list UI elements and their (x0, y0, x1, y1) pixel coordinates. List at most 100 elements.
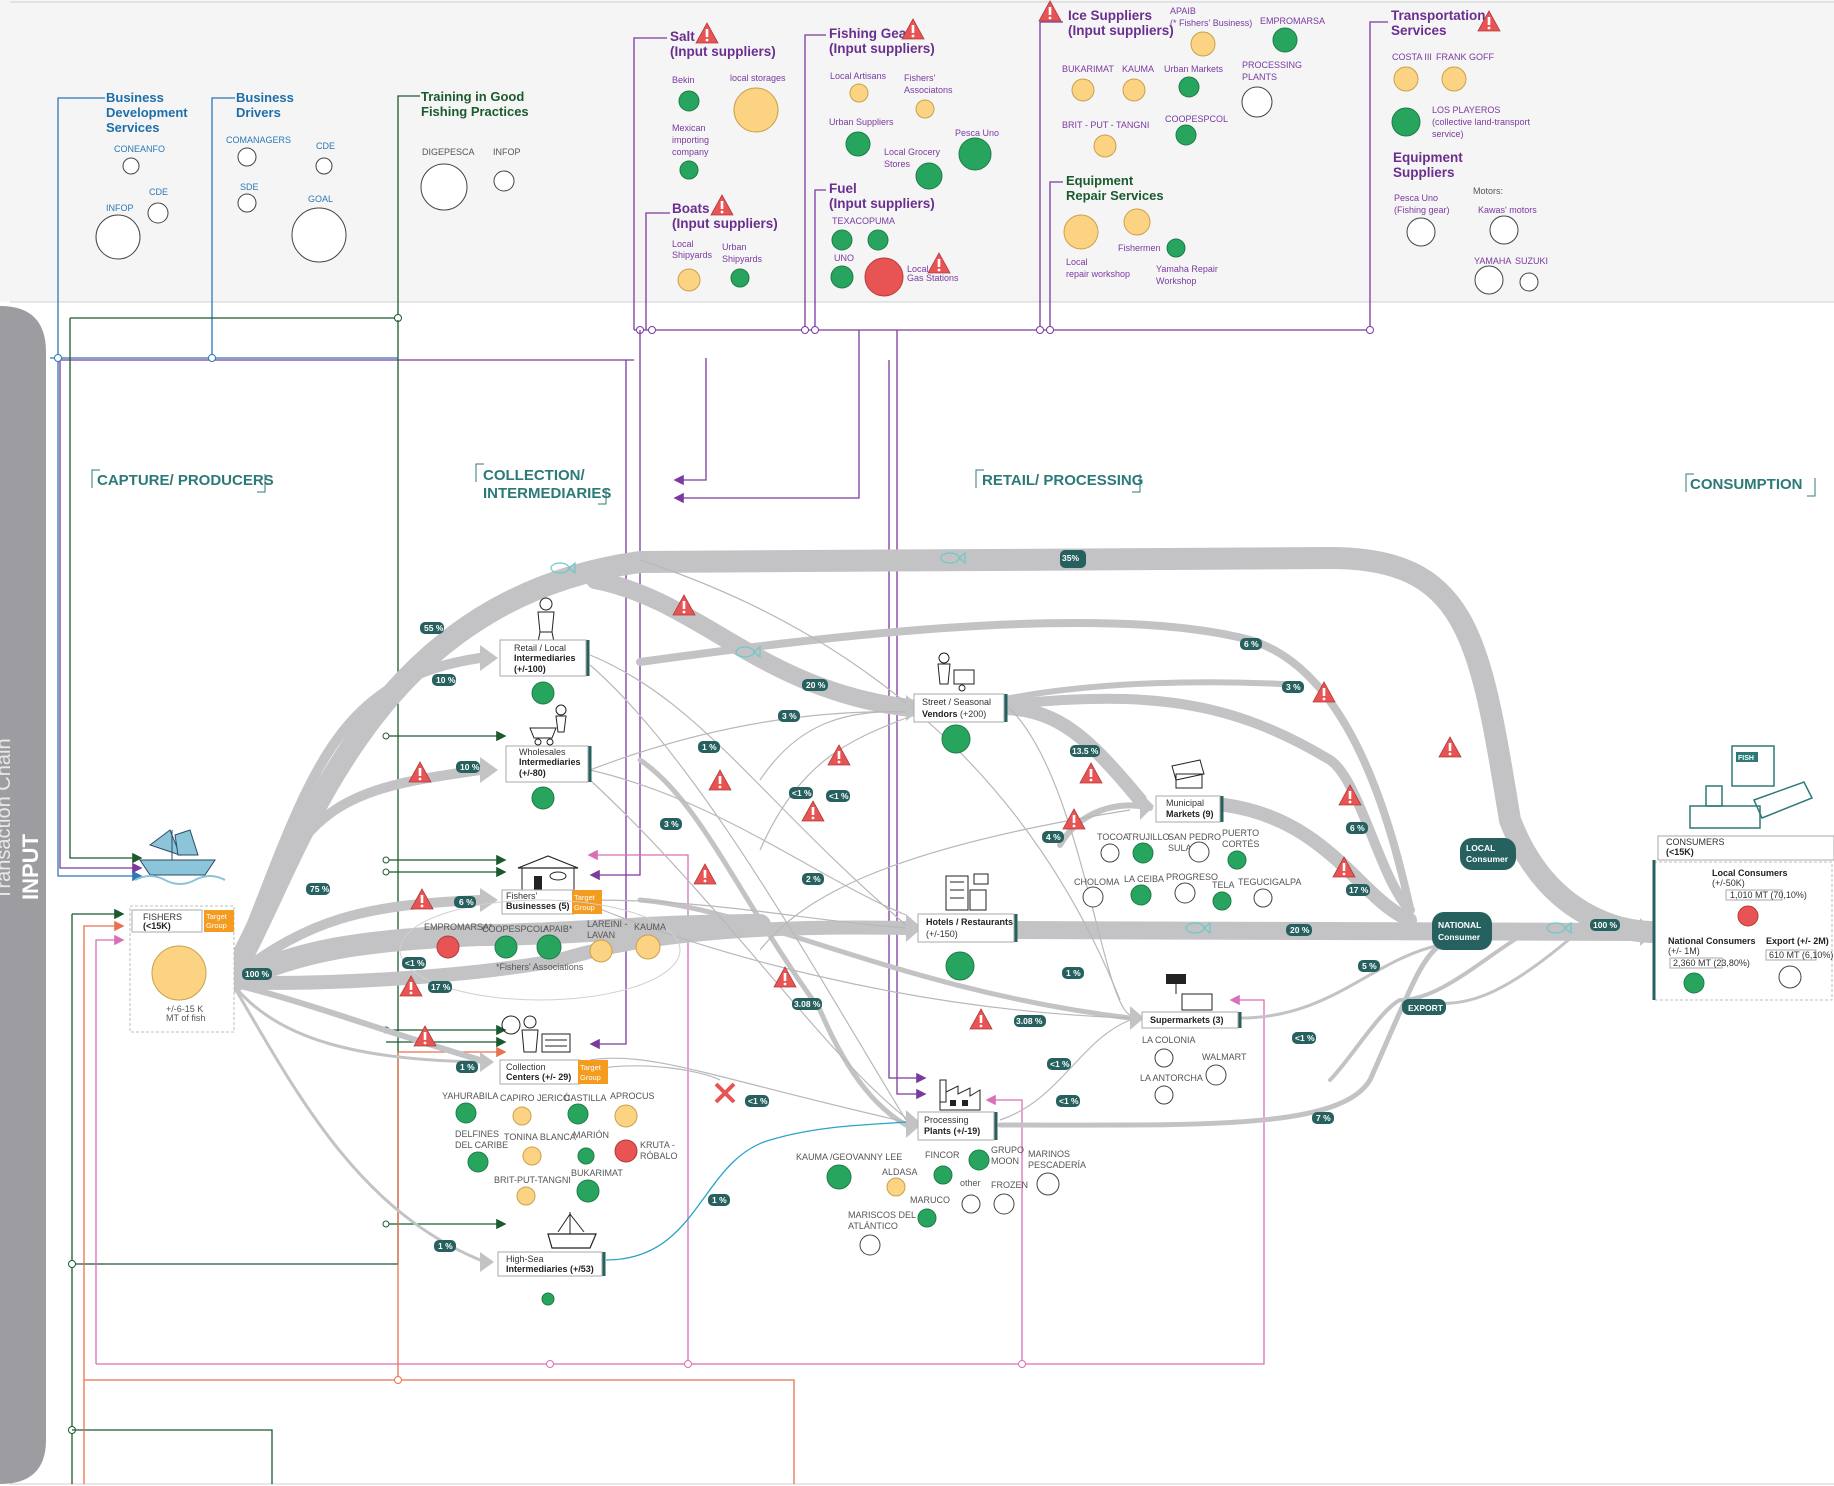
pct-label: 10 % (432, 674, 456, 686)
stage-capture: CAPTURE/ PRODUCERS (97, 472, 274, 489)
svg-text:5 %: 5 % (1362, 961, 1377, 971)
retail-local-node[interactable]: Retail / Local Intermediaries (+/-100) (499, 597, 590, 705)
consumers-l2: (<15K) (1666, 847, 1694, 857)
local-consumers-n: (+/-50K) (1712, 878, 1745, 888)
eqsup-item: Motors: (1473, 186, 1503, 196)
ice-item: BRIT - PUT - TANGNI (1062, 120, 1149, 130)
pct-label: <1 % (745, 1095, 769, 1107)
flows (221, 546, 1661, 1272)
coll-member: CASTILLA (564, 1093, 607, 1103)
ice-title-2: (Input suppliers) (1068, 23, 1174, 38)
drivers-item: COMANAGERS (226, 135, 291, 145)
coll-member: BRIT-PUT-TANGNI (494, 1175, 571, 1185)
pct-label: 7 % (1312, 1112, 1334, 1124)
pct-label: 5 % (1358, 960, 1380, 972)
stage-collection-1: COLLECTION/ (483, 467, 585, 484)
pct-label: 1 % (456, 1061, 478, 1073)
transport-item: service) (1432, 129, 1464, 139)
proc-member: MARUCO (910, 1195, 950, 1205)
proc-member: MARISCOS DEL (848, 1210, 916, 1220)
salt-item: Mexican (672, 123, 706, 133)
input-fuel: Fuel (Input suppliers) TEXACO PUMA UNO L… (814, 181, 959, 330)
ship-icon (547, 1212, 597, 1249)
supermarkets-node[interactable]: Supermarkets (3) LA COLONIA WALMART LA A… (1140, 974, 1247, 1105)
svg-text:4 %: 4 % (1046, 832, 1061, 842)
coll-target-1: Target (580, 1063, 602, 1072)
fb-member: LAREINI - (587, 919, 628, 929)
fishers-node[interactable]: FISHERS (<15K) Target Group +/-6-15 K MT… (129, 905, 235, 1033)
svg-text:2 %: 2 % (806, 874, 821, 884)
proc-member: ATLÁNTICO (848, 1221, 898, 1231)
gear-title-2: (Input suppliers) (829, 41, 935, 56)
wholesales-node[interactable]: Wholesales Intermediaries (+/-80) (505, 704, 592, 810)
bds-item: CONEANFO (114, 144, 165, 154)
coll-target-2: Group (580, 1073, 601, 1082)
local-consumer-pill[interactable]: LOCAL Consumer (1460, 838, 1516, 870)
svg-text:17 %: 17 % (1349, 885, 1369, 895)
input-fishing-gear: Fishing Gear (Input suppliers) Local Art… (804, 18, 999, 330)
support-drivers: Business Drivers COMANAGERS CDE SDE GOAL (211, 90, 347, 358)
gear-item: Local Grocery (884, 147, 941, 157)
pct-label: 1 % (1062, 967, 1084, 979)
fb-target-1: Target (574, 893, 596, 902)
fuel-title-1: Fuel (829, 181, 857, 196)
pct-label: 1 % (708, 1194, 730, 1206)
pct-label: 55 % (420, 622, 444, 634)
repair-item: Yamaha Repair (1156, 264, 1218, 274)
svg-text:7 %: 7 % (1316, 1113, 1331, 1123)
svg-text:1 %: 1 % (438, 1241, 453, 1251)
pct-label: <1 % (826, 790, 850, 802)
export-pill[interactable]: EXPORT (1402, 999, 1446, 1015)
vendor-person-icon (537, 597, 555, 643)
transport-item: COSTA III (1392, 52, 1432, 62)
boats-item: Urban (722, 242, 747, 252)
street-vendors-node[interactable]: Street / Seasonal Vendors (+200) (913, 652, 1008, 754)
street-l2: Vendors (922, 709, 958, 719)
drivers-item: GOAL (308, 194, 333, 204)
ice-item: PROCESSING (1242, 60, 1302, 70)
pct-label: <1 % (1047, 1058, 1071, 1070)
super-member: LA ANTORCHA (1140, 1073, 1203, 1083)
muni-member: CHOLOMA (1074, 877, 1120, 887)
ice-item: BUKARIMAT (1062, 64, 1114, 74)
high-sea-node[interactable]: High-Sea Intermediaries (+/53) (497, 1212, 606, 1306)
collection-node[interactable]: Collection Centers (+/- 29) Target Group… (442, 1015, 678, 1206)
training-item: INFOP (493, 147, 521, 157)
retail-l1: Retail / Local (514, 643, 566, 653)
coll-member: TONINA BLANCA (504, 1132, 576, 1142)
bds-item: CDE (149, 187, 168, 197)
salt-title-2: (Input suppliers) (670, 44, 776, 59)
salt-item: Bekin (672, 75, 695, 85)
boats-item: Local (672, 239, 694, 249)
street-l1: Street / Seasonal (922, 697, 991, 707)
hotels-node[interactable]: Hotels / Restaurants (+/-150) (917, 873, 1018, 981)
municipal-markets-node[interactable]: Municipal Markets (9) TOCOA TRUJILLO SAN… (1074, 759, 1301, 911)
pct-label: 1 % (698, 741, 720, 753)
gear-item: Pesca Uno (955, 128, 999, 138)
coll-member: RÓBALO (640, 1151, 678, 1161)
pct-label: <1 % (789, 787, 813, 799)
boats-title-1: Boats (672, 201, 710, 216)
export-label: EXPORT (1408, 1003, 1444, 1013)
svg-text:<1 %: <1 % (792, 788, 812, 798)
eqsup-item: YAMAHA (1474, 256, 1511, 266)
pct-label: 1 % (434, 1240, 456, 1252)
muni-member: TELA (1212, 880, 1235, 890)
ice-item: Urban Markets (1164, 64, 1224, 74)
national-consumers-n: (+/- 1M) (1668, 946, 1700, 956)
hotels-l1: Hotels / Restaurants (926, 917, 1013, 927)
proc-member: MARINOS (1028, 1149, 1070, 1159)
factory-icon (939, 1079, 981, 1111)
muni-member: SULA (1168, 843, 1192, 853)
input-boats: Boats (Input suppliers) Local Shipyards … (645, 194, 778, 330)
national-consumer-pill[interactable]: NATIONAL Consumer (1432, 912, 1492, 950)
stage-collection-2: INTERMEDIARIES (483, 485, 611, 502)
pct-label: 75 % (306, 883, 330, 895)
proc-member: GRUPO (991, 1145, 1024, 1155)
fishers-business-node[interactable]: Fishers' Businesses (5) Target Group EMP… (399, 855, 681, 1001)
processing-node[interactable]: Processing Plants (+/-19) KAUMA /GEOVANN… (796, 1079, 1086, 1256)
local-consumer-2: Consumer (1466, 854, 1509, 864)
consumers-panel[interactable]: CONSUMERS (<15K) Local Consumers (+/-50K… (1652, 835, 1834, 1001)
super-member: WALMART (1202, 1052, 1247, 1062)
repair-title-2: Repair Services (1066, 188, 1164, 203)
